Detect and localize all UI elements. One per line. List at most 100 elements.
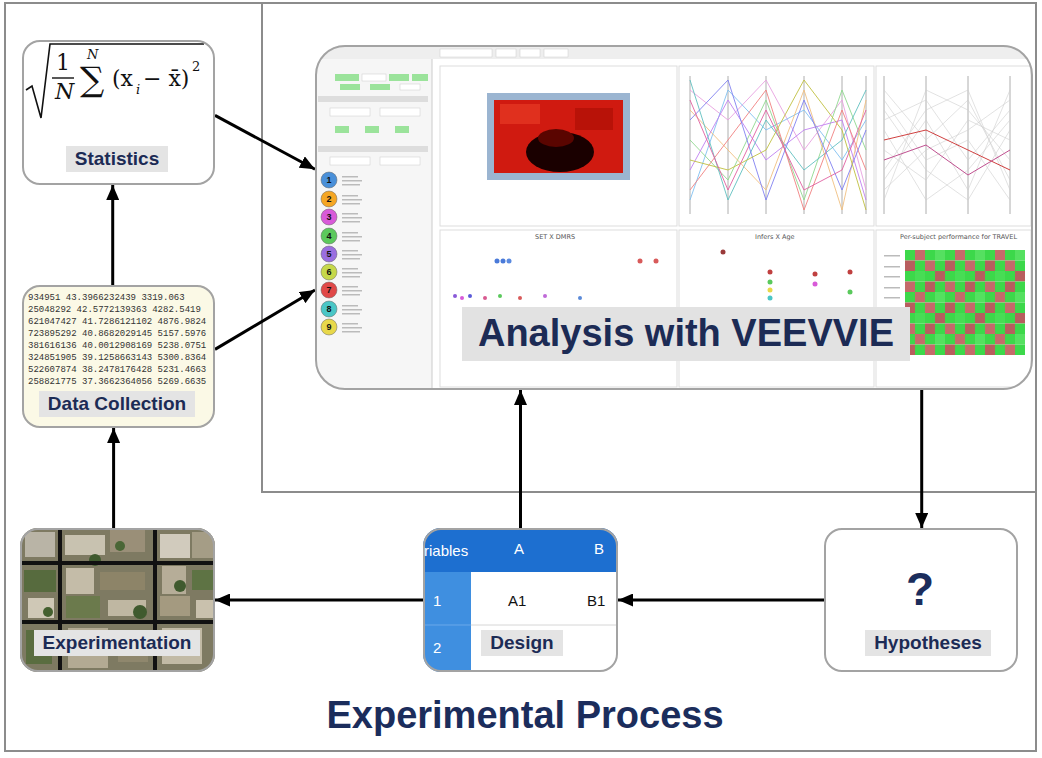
- software-screenshot-part-part: [690, 80, 866, 200]
- software-screenshot-part-part: [342, 331, 360, 333]
- software-screenshot-part-part: [342, 286, 358, 288]
- formula-radical-part: [52, 77, 74, 78]
- software-screenshot-part-part: [342, 258, 360, 260]
- software-screenshot-part-part: [766, 76, 767, 214]
- software-screenshot-part: [575, 108, 613, 130]
- data-row: 723895292 40.8682029145 5157.5976: [28, 328, 206, 340]
- software-screenshot-part: [389, 74, 409, 81]
- aerial-map-part: [162, 566, 186, 594]
- data-row: 25048292 42.5772139363 4282.5419: [28, 304, 201, 316]
- software-screenshot-part: [321, 172, 337, 188]
- software-screenshot-part-part: [501, 259, 506, 264]
- aerial-map-part: [115, 541, 125, 551]
- software-screenshot-part-part: [813, 272, 818, 277]
- data-row: 621047427 41.7286121102 4876.9824: [28, 316, 206, 328]
- software-screenshot-part-part: [342, 199, 362, 201]
- aerial-map-part: [174, 580, 186, 592]
- software-screenshot-part-part: [884, 145, 1010, 175]
- participant-number: 7: [322, 284, 336, 296]
- software-screenshot-part: [432, 59, 433, 390]
- formula-term: 1: [56, 52, 70, 74]
- participant-number: 6: [322, 266, 336, 278]
- software-screenshot-part-part: [342, 294, 360, 296]
- software-screenshot-part-part: [679, 66, 874, 226]
- software-screenshot-part-part: [884, 297, 900, 299]
- software-screenshot-part-part: [460, 296, 464, 300]
- aerial-map-part: [65, 535, 105, 555]
- software-screenshot-part: [884, 90, 1010, 200]
- software-screenshot-part: [544, 49, 568, 57]
- arrow-connector: [215, 599, 423, 602]
- software-screenshot-part-part: [884, 255, 900, 257]
- software-screenshot-part-part: [468, 294, 472, 298]
- software-screenshot-part-part: [804, 76, 805, 214]
- software-screenshot-part-part: [342, 176, 358, 178]
- software-screenshot-part: [330, 108, 370, 116]
- participant-number: 5: [322, 248, 336, 260]
- software-screenshot-part-part: [690, 100, 866, 190]
- software-screenshot-part-part: [342, 254, 362, 256]
- software-screenshot-part-part: [498, 294, 502, 298]
- software-screenshot-part-part: [342, 180, 362, 182]
- table-cell: B1: [587, 593, 605, 608]
- software-screenshot-part: [321, 209, 337, 225]
- software-screenshot-part: [321, 319, 337, 335]
- step-badge: Data Collection: [39, 391, 195, 417]
- software-screenshot-part-part: [690, 76, 691, 214]
- formula-term: − x̄): [143, 68, 189, 90]
- software-screenshot-part-part: [342, 309, 362, 311]
- formula-radical-part: [26, 44, 204, 118]
- software-screenshot-part-part: [1010, 76, 1011, 214]
- software-screenshot-part: [330, 157, 370, 165]
- step-badge: Design: [481, 630, 562, 656]
- software-screenshot: [315, 45, 1033, 390]
- software-screenshot-part-part: [884, 90, 1010, 190]
- software-screenshot-part-part: [884, 266, 900, 268]
- software-screenshot-part: [440, 66, 1031, 387]
- software-screenshot-part-part: [342, 203, 360, 205]
- software-screenshot-part-part: [842, 76, 843, 214]
- table-row-number: 2: [433, 640, 441, 655]
- formula-subscript: i: [136, 83, 140, 96]
- process-frame: Statistics1NN∑(xi− x̄)2Analysis with VEE…: [4, 2, 1037, 752]
- table-header: B: [594, 541, 604, 556]
- formula-term: N: [55, 81, 74, 103]
- software-screenshot-part-part: [453, 294, 457, 298]
- table-header: riables: [424, 543, 468, 558]
- region-divider: [262, 3, 1036, 492]
- software-screenshot-part-part: [578, 296, 582, 300]
- software-screenshot-part: [500, 104, 540, 124]
- software-screenshot-part: [690, 80, 866, 210]
- software-screenshot-part: [412, 74, 428, 81]
- software-screenshot-part: [365, 126, 379, 133]
- software-screenshot-part: [380, 108, 420, 116]
- software-screenshot-part-part: [690, 90, 866, 210]
- software-screenshot-part: [884, 255, 900, 310]
- formula-radical: [26, 44, 204, 118]
- statistics-box: Statistics1NN∑(xi− x̄)2: [22, 40, 215, 185]
- software-screenshot-part-part: [848, 290, 853, 295]
- step-badge: Experimentation: [34, 630, 201, 656]
- aerial-map-part: [196, 600, 214, 618]
- diagram-title: Experimental Process: [326, 693, 723, 739]
- data-row: 324851905 39.1258663143 5300.8364: [28, 352, 206, 364]
- software-screenshot-part-part: [768, 270, 773, 275]
- aerial-map-part: [20, 528, 215, 672]
- software-screenshot-part-part: [342, 250, 358, 252]
- software-screenshot-part: [318, 146, 428, 152]
- software-screenshot-part-part: [728, 76, 729, 214]
- software-screenshot-part: [380, 157, 420, 165]
- software-screenshot-part-part: [848, 270, 853, 275]
- aerial-map: [20, 528, 215, 672]
- design-table: [423, 528, 618, 672]
- participant-number: 8: [322, 303, 336, 315]
- aerial-map-part: [20, 620, 215, 624]
- software-screenshot-part: [321, 246, 337, 262]
- chart-title: Per-subject performance for TRAVEL: [900, 234, 1017, 241]
- data-sheet-part: [22, 285, 215, 428]
- software-screenshot-part-part: [884, 130, 1010, 170]
- software-screenshot-part: [315, 59, 432, 390]
- software-screenshot-part-part: [342, 276, 360, 278]
- software-screenshot-part: [335, 126, 349, 133]
- software-screenshot-part: [395, 126, 409, 133]
